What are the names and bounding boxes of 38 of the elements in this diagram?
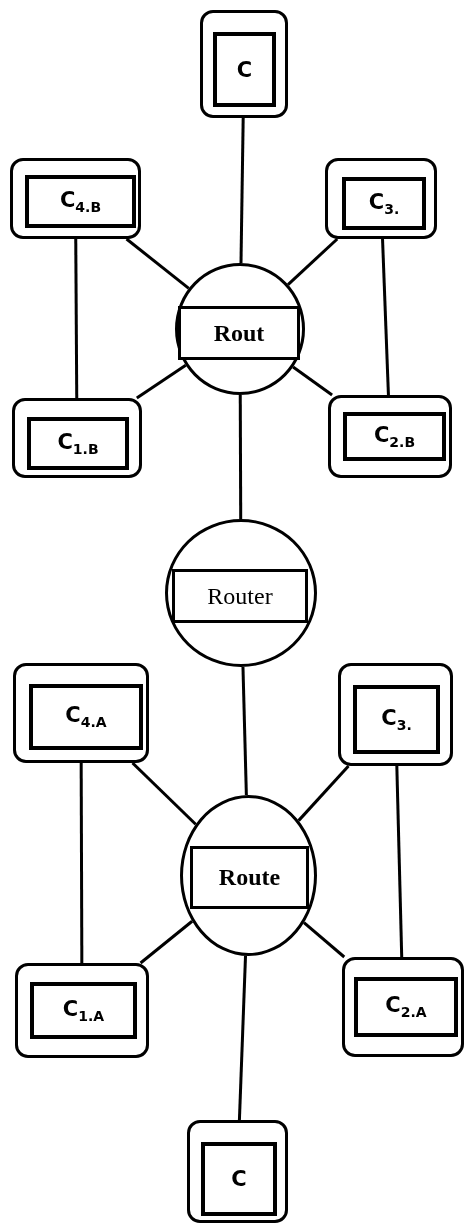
node-label: C$_{2.B}$ [373, 422, 416, 451]
connector-line [381, 238, 390, 396]
node-label: C$_{4.A}$ [65, 703, 107, 731]
node-label: C$_{1.B}$ [57, 429, 99, 458]
computer-box [13, 663, 149, 763]
node-label: C$_{3.}$ [381, 705, 412, 734]
connector-line [239, 117, 245, 264]
connector-line [237, 955, 247, 1121]
computer-box [342, 957, 464, 1057]
connector-line [136, 364, 187, 400]
node-label: C$_{4.B}$ [59, 187, 102, 216]
connector-line [241, 666, 248, 796]
computer-box [10, 158, 141, 239]
node-label: C$_{1.A}$ [62, 996, 105, 1025]
connector-line [238, 395, 243, 519]
node-label: C$_{3.}$ [368, 189, 400, 218]
computer-box [187, 1120, 288, 1223]
connector-line [79, 763, 84, 963]
computer-box [200, 10, 288, 118]
node-label: Router [207, 582, 273, 610]
node-label: C [231, 1167, 247, 1191]
computer-box [338, 663, 453, 766]
node-label: C$_{2.A}$ [385, 993, 427, 1021]
connector-line [303, 921, 346, 959]
node-label: Route [218, 864, 281, 891]
computer-box [15, 963, 149, 1058]
node-label: Rout [213, 319, 265, 347]
computer-box [328, 395, 452, 478]
connector-line [125, 237, 190, 290]
connector-line [292, 365, 333, 397]
connector-line [131, 761, 197, 826]
node-label: C [236, 57, 253, 82]
connector-line [297, 765, 350, 822]
computer-box [325, 158, 437, 239]
connector-line [395, 765, 404, 958]
connector-line [74, 239, 79, 398]
connector-line [287, 237, 339, 286]
computer-box [12, 398, 142, 478]
